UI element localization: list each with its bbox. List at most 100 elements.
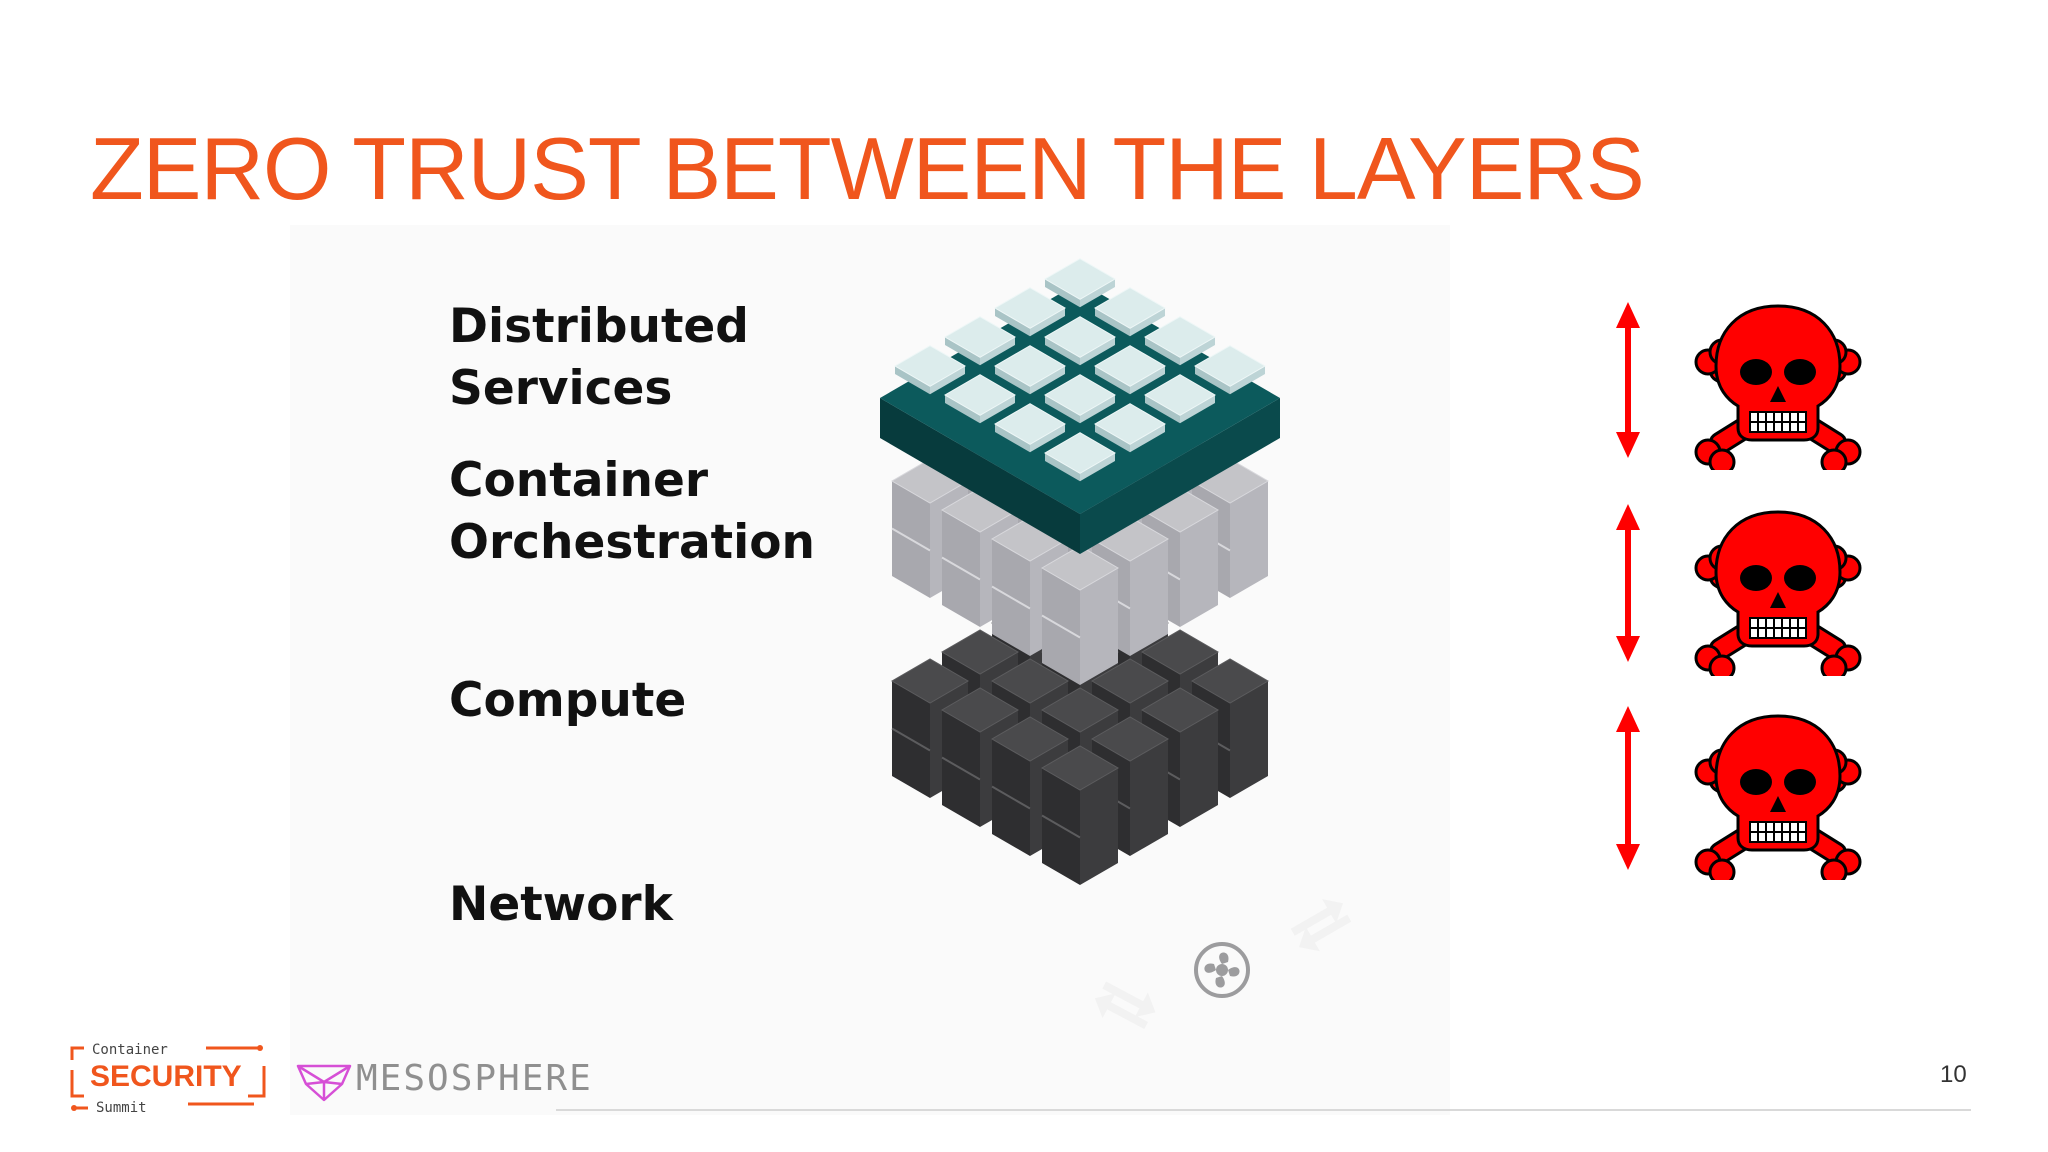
bidirectional-arrow-icon: [1290, 899, 1352, 952]
compute-server-right-face: [1180, 510, 1218, 628]
service-tile-top-face: [994, 287, 1066, 329]
network-switch-top-face: [1041, 745, 1119, 791]
layer-label-line: Orchestration: [449, 515, 815, 570]
service-tile-right-face: [1180, 395, 1215, 424]
compute-server-slot-line: [941, 556, 981, 581]
network-switch-slot-line: [991, 785, 1031, 810]
service-tile-top-face: [1194, 345, 1266, 387]
service-tile-right-face: [1130, 424, 1165, 453]
service-tile-left-face: [995, 366, 1030, 395]
compute-server-slot-line: [991, 585, 1031, 610]
network-switch-slot-line: [1041, 814, 1081, 839]
service-tile-top-face: [1044, 432, 1116, 474]
switch-fan-icon: [1194, 942, 1250, 998]
layer-label-line: Network: [449, 877, 673, 932]
skull-crossbones-icon: [1694, 714, 1862, 880]
network-switch-right-face: [1080, 768, 1118, 886]
service-tile-top-face: [1144, 374, 1216, 416]
service-tile-left-face: [1045, 337, 1080, 366]
slide-title: ZERO TRUST BETWEEN THE LAYERS: [90, 119, 1645, 218]
layer-label-line: Services: [449, 361, 673, 416]
service-tile-left-face: [995, 308, 1030, 337]
service-tile-top-face: [944, 316, 1016, 358]
service-tile-right-face: [1030, 366, 1065, 395]
mesosphere-wordmark: MESOSPHERE: [356, 1058, 593, 1099]
service-tile-right-face: [1130, 308, 1165, 337]
service-tile-right-face: [930, 366, 965, 395]
service-tile-top-face: [1044, 374, 1116, 416]
service-tile-left-face: [945, 337, 980, 366]
network-switch-top-face: [1041, 687, 1119, 733]
layer-label-compute: Compute: [449, 670, 686, 732]
service-tile-left-face: [895, 366, 930, 395]
layer-label-container-orchestration: Container Orchestration: [449, 450, 815, 574]
network-switch-top-face: [941, 687, 1019, 733]
infrastructure-stack-illustration: [880, 258, 1352, 1030]
compute-server-right-face: [1130, 539, 1168, 657]
network-switch-top-face: [1191, 658, 1269, 704]
compute-server-top-face: [1041, 545, 1119, 591]
service-tile-top-face: [994, 345, 1066, 387]
mesosphere-logo-icon: [296, 1064, 352, 1102]
network-switch-slot-line: [891, 727, 931, 752]
service-tile-left-face: [1045, 395, 1080, 424]
service-tile-right-face: [980, 395, 1015, 424]
threat-group-3: [1616, 706, 1862, 880]
network-switch-right-face: [1130, 739, 1168, 857]
network-switch-top-face: [991, 658, 1069, 704]
layer-label-line: Distributed: [449, 299, 749, 354]
logo-security-text: SECURITY: [90, 1060, 242, 1093]
network-switch-slot-line: [941, 756, 981, 781]
network-switch-top-face: [1141, 629, 1219, 675]
service-tile-top-face: [894, 345, 966, 387]
service-tile-right-face: [1230, 366, 1265, 395]
double-arrow-icon: [1616, 504, 1640, 662]
service-tile-right-face: [1030, 308, 1065, 337]
threat-group-2: [1616, 504, 1862, 676]
network-switch-right-face: [1180, 710, 1218, 828]
network-switch-top-face: [1091, 716, 1169, 762]
service-tile-top-face: [1144, 316, 1216, 358]
compute-server-slot-line: [891, 527, 931, 552]
logo-summit-text: Summit: [96, 1100, 147, 1116]
logo-container-text: Container: [92, 1042, 168, 1058]
service-tile-right-face: [1080, 337, 1115, 366]
service-tile-top-face: [1094, 345, 1166, 387]
service-tile-left-face: [995, 424, 1030, 453]
layer-label-line: Compute: [449, 673, 687, 728]
network-switch-right-face: [1230, 681, 1268, 799]
compute-server-right-face: [1230, 481, 1268, 599]
network-switch-top-face: [941, 629, 1019, 675]
service-tile-left-face: [1045, 279, 1080, 308]
service-tile-left-face: [945, 395, 980, 424]
service-tile-top-face: [1044, 316, 1116, 358]
service-tile-top-face: [1094, 287, 1166, 329]
skull-crossbones-icon: [1694, 510, 1862, 676]
skull-crossbones-icon: [1694, 304, 1862, 470]
layer-label-distributed-services: Distributed Services: [449, 296, 749, 420]
network-switch-top-face: [891, 658, 969, 704]
service-tile-left-face: [1045, 453, 1080, 482]
bidirectional-arrow-icon: [1094, 981, 1156, 1030]
double-arrow-icon: [1616, 302, 1640, 458]
layer-label-network: Network: [449, 874, 673, 936]
service-tile-right-face: [1080, 395, 1115, 424]
service-tile-left-face: [1095, 366, 1130, 395]
layer-label-line: Container: [449, 453, 709, 508]
page-number: 10: [1940, 1061, 1967, 1088]
service-tile-right-face: [1080, 279, 1115, 308]
service-tile-top-face: [1044, 258, 1116, 300]
network-switch-top-face: [1091, 658, 1169, 704]
service-tile-right-face: [1180, 337, 1215, 366]
service-tile-right-face: [1130, 366, 1165, 395]
compute-server-slot-line: [1041, 614, 1081, 639]
network-switch-top-face: [1141, 687, 1219, 733]
service-tile-left-face: [1095, 308, 1130, 337]
network-switch-top-face: [991, 716, 1069, 762]
orchestration-slab-left-face: [880, 398, 1080, 554]
service-tile-top-face: [944, 374, 1016, 416]
compute-server-right-face: [1080, 568, 1118, 686]
orchestration-slab-right-face: [1080, 398, 1280, 554]
service-tile-left-face: [1145, 395, 1180, 424]
service-tile-left-face: [1145, 337, 1180, 366]
